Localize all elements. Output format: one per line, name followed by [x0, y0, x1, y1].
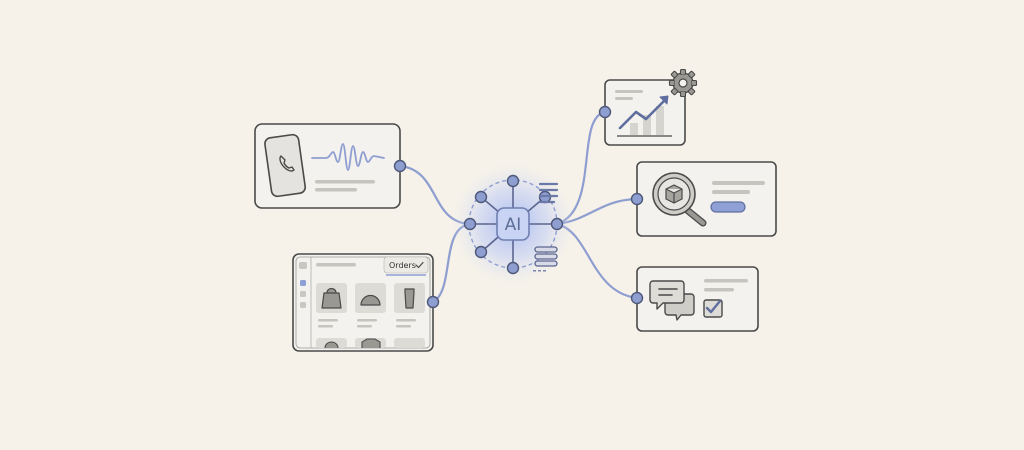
search-card: [630, 161, 777, 237]
product-tile[interactable]: [316, 338, 347, 349]
ai-chip: [496, 207, 530, 241]
text-lines-icon: [538, 182, 559, 204]
trend-arrowhead: [659, 95, 669, 105]
placeholder-text-line: [615, 90, 643, 93]
box-icon: [665, 184, 683, 204]
placeholder-text-line: [315, 188, 357, 192]
dome-cover-icon: [360, 294, 381, 306]
trending-chart-icon: [618, 97, 668, 130]
sidebar-item[interactable]: [300, 302, 306, 308]
placeholder-text-line: [316, 263, 356, 267]
hub-node: [463, 217, 477, 231]
magnifier-box-icon: [652, 172, 707, 227]
shirt-icon: [361, 338, 381, 348]
placeholder-text-line: [704, 279, 748, 283]
hub-node: [550, 217, 564, 231]
support-card-port: [630, 291, 644, 305]
support-card: [630, 266, 759, 332]
sidebar-item[interactable]: [300, 291, 306, 297]
gear-icon: [668, 68, 698, 98]
hub-node: [474, 245, 488, 259]
tab-orders-label: Orders: [389, 261, 416, 270]
hub-node: [506, 261, 520, 275]
placeholder-text-line: [315, 180, 375, 184]
hub-nodes: [463, 174, 564, 275]
placeholder-text-line: [615, 97, 633, 100]
analytics-card-port: [598, 105, 612, 119]
call-card: [254, 123, 407, 209]
product-tile[interactable]: [316, 283, 347, 328]
store-tablet-card: Orders: [292, 253, 440, 352]
search-card-port: [630, 192, 644, 206]
sidebar-item-active[interactable]: [300, 280, 306, 286]
call-card-port: [393, 159, 407, 173]
hub-node: [506, 174, 520, 188]
analytics-card: [598, 68, 698, 146]
sidebar-item[interactable]: [299, 262, 307, 269]
product-tile[interactable]: [355, 338, 386, 348]
phone-icon: [264, 133, 307, 198]
ai-hub: AI: [451, 162, 575, 286]
product-tile[interactable]: [394, 283, 425, 328]
chat-bubbles-icon: [649, 280, 695, 321]
server-dots: [533, 270, 546, 272]
bottle-icon: [404, 288, 415, 309]
checkbox-icon: [703, 299, 723, 318]
placeholder-text-line: [704, 288, 734, 292]
cap-icon: [324, 341, 339, 349]
placeholder-text-line: [712, 181, 765, 185]
product-tile[interactable]: [355, 283, 386, 328]
store-card-port: [426, 295, 440, 309]
bar-background: [630, 106, 664, 135]
hub-node: [474, 190, 488, 204]
placeholder-text-line: [712, 190, 750, 194]
shopping-bag-icon: [321, 287, 342, 309]
ai-chip-label: AI: [505, 215, 522, 235]
server-stack-icon: [534, 246, 558, 267]
audio-waveform-icon: [311, 143, 385, 171]
search-action-pill[interactable]: [710, 201, 746, 213]
tab-orders[interactable]: Orders: [383, 256, 429, 276]
product-tile[interactable]: [394, 338, 425, 348]
check-icon: [415, 261, 424, 269]
